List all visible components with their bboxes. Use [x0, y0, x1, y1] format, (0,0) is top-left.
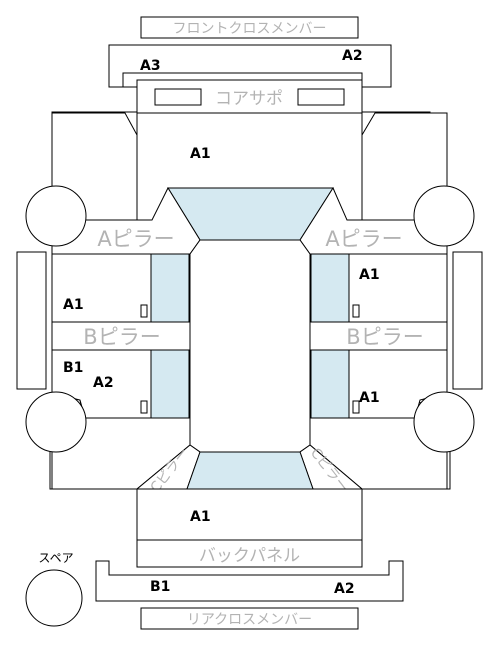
spare-label: スペア: [38, 551, 73, 565]
right-headlight: [297, 88, 345, 106]
grade-front-bumper-right: A2: [342, 48, 363, 64]
left-b-pillar-label: Bピラー: [83, 325, 160, 349]
right-front-window: [310, 253, 350, 323]
front-left-wheel: [25, 185, 87, 247]
back-panel-box: [136, 539, 363, 568]
grade-trunk: A1: [190, 509, 211, 525]
grade-rear-bumper-left: B1: [150, 579, 170, 595]
grade-hood: A1: [190, 146, 211, 162]
left-rear-handle: [140, 400, 148, 414]
back-panel-label: バックパネル: [199, 546, 300, 566]
grade-front-bumper-left: A3: [140, 58, 161, 74]
rear-left-wheel: [25, 391, 87, 453]
right-rear-handle: [352, 400, 360, 414]
grade-left-rear-pillar: B1: [63, 360, 83, 376]
left-front-handle: [140, 304, 148, 318]
trunk-lid: [136, 488, 363, 541]
rear-right-wheel: [413, 391, 475, 453]
right-a-pillar-label: Aピラー: [325, 227, 402, 251]
grade-right-front-door: A1: [359, 267, 380, 283]
rear-cross-member-label: リアクロスメンバー: [187, 612, 312, 628]
front-bumper-outline: [108, 44, 392, 88]
left-a-pillar-label: Aピラー: [97, 227, 174, 251]
right-rear-window: [310, 349, 350, 419]
grade-left-rear-door: A2: [93, 375, 114, 391]
right-side-step: [452, 251, 483, 390]
left-side-step: [16, 251, 47, 390]
grade-rear-bumper-right: A2: [334, 581, 355, 597]
grade-left-front-door: A1: [63, 297, 84, 313]
spare-tire: [25, 569, 83, 627]
front-right-wheel: [413, 185, 475, 247]
left-headlight: [154, 88, 202, 106]
core-support-label: コアサポ: [215, 89, 283, 109]
right-b-pillar-label: Bピラー: [346, 325, 423, 349]
right-b-pillar: [309, 321, 448, 351]
left-rear-window: [150, 349, 190, 419]
grade-right-rear-door: A1: [359, 390, 380, 406]
right-front-handle: [352, 304, 360, 318]
rear-window: [186, 451, 314, 490]
roof-panel: [189, 239, 311, 453]
left-b-pillar: [51, 321, 191, 351]
rear-bumper-outline: [95, 560, 404, 602]
front-cross-member-label: フロントクロスメンバー: [173, 21, 327, 37]
rear-cross-member-box: [140, 607, 359, 630]
front-cross-member-box: [140, 16, 359, 39]
left-front-window: [150, 253, 190, 323]
